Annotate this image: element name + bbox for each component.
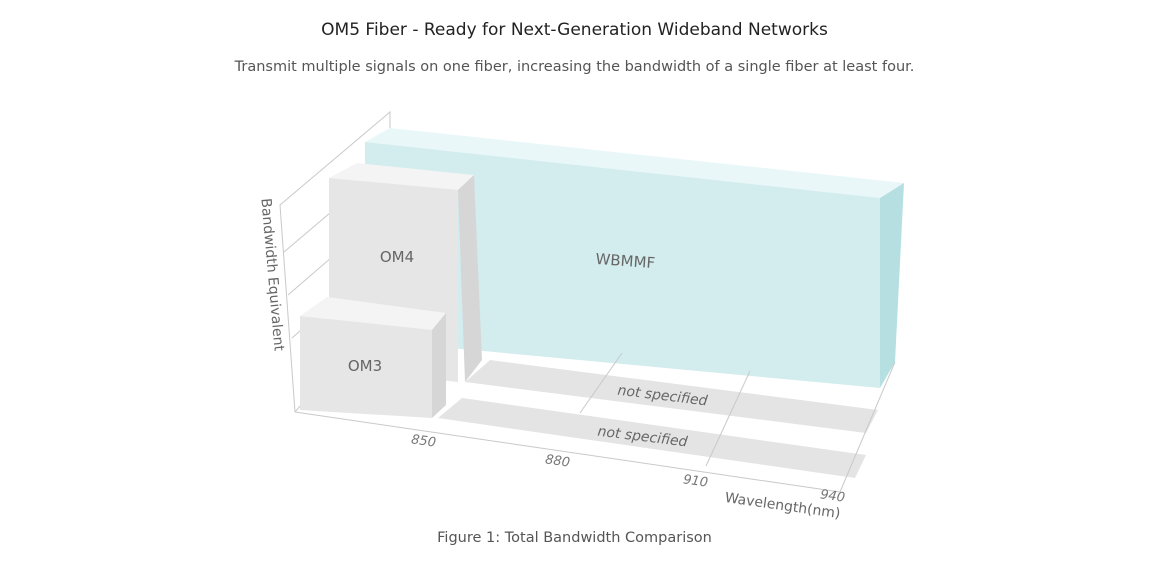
bar-label-wbmmf: WBMMF	[595, 250, 656, 272]
x-tick-label: 850	[410, 432, 437, 450]
bar-om3-side	[432, 313, 446, 418]
bar-om3-front	[300, 316, 432, 418]
bar-om4-top	[329, 163, 474, 190]
bar-om3-top	[300, 297, 446, 330]
floor-strips	[438, 360, 878, 478]
floor-grid	[294, 352, 896, 493]
floor-gridline	[705, 370, 751, 467]
bar-wbmmf	[365, 128, 904, 388]
frame-floor-right-edge	[839, 361, 896, 493]
chart-subtitle: Transmit multiple signals on one fiber, …	[234, 59, 915, 75]
bar-label-om3: OM3	[348, 357, 382, 375]
floor-strip-om4	[465, 360, 878, 433]
bar-label-om4: OM4	[380, 248, 414, 266]
y-axis-title: Bandwidth Equivalent	[257, 198, 286, 353]
floor-strip-om3	[438, 398, 866, 478]
bar-wbmmf-side	[880, 183, 904, 388]
frame-floor-front-edge	[294, 411, 841, 493]
bar-om4-side	[458, 175, 482, 382]
x-tick-label: 940	[819, 487, 846, 505]
bar-wbmmf-front	[365, 142, 880, 388]
x-tick-label: 880	[544, 452, 571, 470]
figure-caption: Figure 1: Total Bandwidth Comparison	[437, 530, 712, 546]
x-tick-label: 910	[682, 472, 709, 490]
chart-title: OM5 Fiber - Ready for Next-Generation Wi…	[321, 20, 828, 40]
floor-gridline	[579, 352, 623, 414]
bar-wbmmf-top	[365, 128, 904, 198]
bar-om3	[300, 297, 446, 418]
